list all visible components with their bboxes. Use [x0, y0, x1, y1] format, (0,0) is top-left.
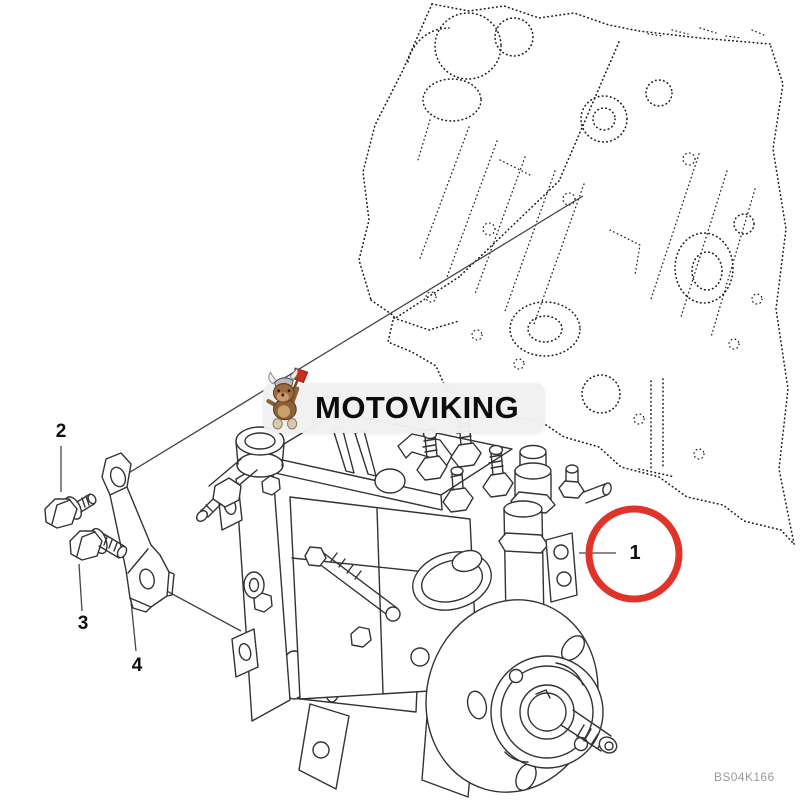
watermark-motoviking: MOTOVIKING [263, 383, 545, 433]
drawing-code: BS04K166 [714, 770, 775, 784]
red-highlight-circle [585, 505, 683, 603]
flange-bolt-3-drawing [69, 527, 128, 561]
callout-4-leader-line [130, 600, 137, 652]
fuel-injection-pump-drawing [195, 411, 618, 798]
watermark-text: MOTOVIKING [315, 390, 520, 425]
callout-label-2: 2 [55, 421, 67, 442]
callout-label-4: 4 [131, 655, 143, 676]
flange-bolt-2-drawing [44, 493, 97, 529]
bracket-to-block-leader-line [121, 195, 584, 478]
callout-3-leader-line [78, 563, 83, 612]
callout-label-1: 1 [629, 542, 641, 564]
callout-label-3: 3 [77, 613, 89, 634]
engine-block-drawing [358, 3, 795, 545]
mounting-bracket-drawing [101, 452, 175, 613]
viking-mascot-icon [266, 367, 309, 430]
